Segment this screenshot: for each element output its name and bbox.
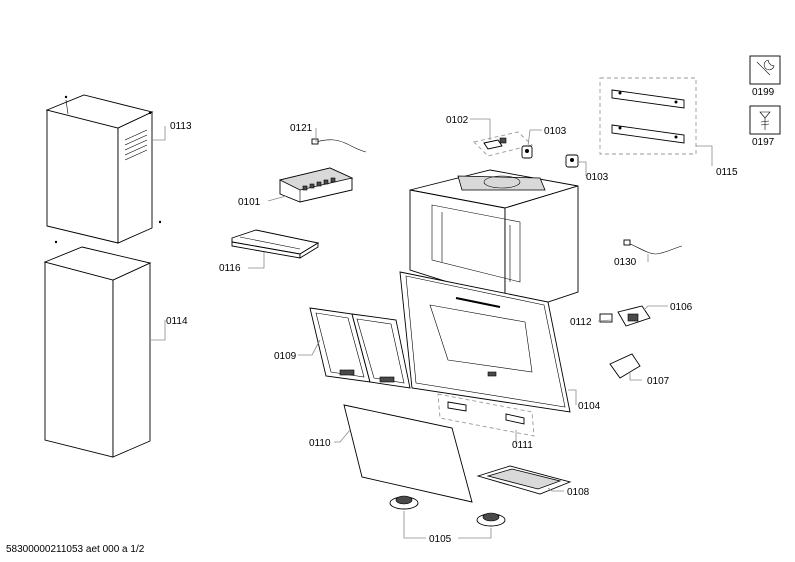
- cable-0130: [623, 239, 683, 255]
- grease-filters: [309, 307, 411, 389]
- lower-chimney-cover: [43, 246, 152, 458]
- label-0104: 0104: [578, 401, 601, 412]
- label-0115: 0115: [716, 167, 738, 178]
- clip-0102: [473, 131, 533, 157]
- rails-0115: [599, 77, 697, 155]
- label-0102: 0102: [446, 115, 469, 126]
- label-0108: 0108: [567, 487, 590, 498]
- cap-0103-a: [521, 145, 533, 159]
- wrench-icon: [749, 55, 781, 85]
- label-0109: 0109: [274, 351, 297, 362]
- frame-bracket: [231, 229, 320, 259]
- part-0106: [617, 305, 651, 327]
- leader-lines: [150, 118, 713, 539]
- label-0101: 0101: [238, 197, 261, 208]
- label-0130: 0130: [614, 257, 637, 268]
- upper-chimney-cover: [45, 94, 162, 244]
- cap-0103-b: [565, 154, 579, 168]
- filter-0108: [476, 465, 572, 495]
- label-0112: 0112: [570, 317, 592, 328]
- label-0121: 0121: [290, 123, 313, 134]
- part-0112: [599, 313, 613, 323]
- label-0110: 0110: [309, 438, 331, 449]
- main-housing: [409, 169, 579, 303]
- front-panel: [399, 271, 571, 413]
- cable-0121: [311, 138, 367, 153]
- feet-0105: [389, 495, 506, 527]
- legend-tool: 0199: [749, 55, 781, 98]
- label-0107: 0107: [647, 376, 670, 387]
- label-0113: 0113: [170, 121, 192, 132]
- part-labels: 0113 0114 0121 0101 0116 0109 0110 0102 …: [166, 115, 738, 545]
- label-0106: 0106: [670, 302, 693, 313]
- label-0116: 0116: [219, 263, 241, 274]
- glass-panel: [343, 404, 473, 503]
- label-0103-b: 0103: [586, 172, 609, 183]
- legend-screw: 0197: [749, 105, 781, 148]
- part-0107: [609, 353, 641, 379]
- label-0199: 0199: [752, 87, 775, 98]
- brackets-0111: [437, 393, 535, 437]
- label-0103-a: 0103: [544, 126, 567, 137]
- document-code: 58300000211053 aet 000 a 1/2: [6, 544, 145, 555]
- label-0111: 0111: [512, 440, 533, 451]
- control-module: [278, 167, 354, 203]
- label-0197: 0197: [752, 137, 775, 148]
- label-0114: 0114: [166, 316, 188, 327]
- label-0105: 0105: [429, 534, 452, 545]
